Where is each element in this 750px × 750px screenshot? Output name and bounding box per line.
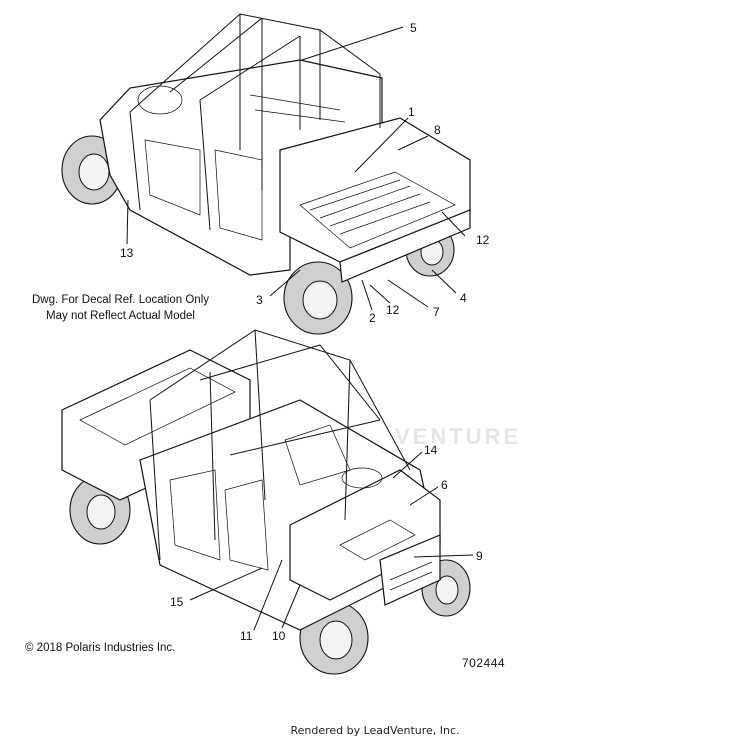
callout-11: 11 xyxy=(240,629,253,643)
note-line-2: May not Reflect Actual Model xyxy=(46,310,195,322)
tailgate xyxy=(339,209,471,283)
callout-12-bottom: 12 xyxy=(386,303,400,317)
drawing-number: 702444 xyxy=(462,656,506,670)
watermark-text: VENTURE xyxy=(395,424,522,449)
reference-note: Dwg. For Decal Ref. Location Only May no… xyxy=(18,292,223,324)
callout-12-top: 12 xyxy=(476,233,490,247)
top-vehicle-illustration xyxy=(61,13,471,335)
bottom-vehicle-illustration xyxy=(61,329,471,675)
callout-13: 13 xyxy=(120,246,134,260)
copyright-text: © 2018 Polaris Industries Inc. xyxy=(25,642,176,654)
rendered-by-text: Rendered by LeadVenture, Inc. xyxy=(290,724,460,737)
callout-4: 4 xyxy=(460,291,467,305)
leader-lines xyxy=(126,26,474,631)
callout-2: 2 xyxy=(369,311,376,325)
callout-8: 8 xyxy=(434,123,441,137)
callout-5: 5 xyxy=(410,21,417,35)
callout-6: 6 xyxy=(441,478,448,492)
note-line-1: Dwg. For Decal Ref. Location Only xyxy=(31,294,210,306)
callout-3: 3 xyxy=(256,293,263,307)
callout-10: 10 xyxy=(272,629,286,643)
callout-7: 7 xyxy=(433,305,440,319)
callout-1: 1 xyxy=(408,105,415,119)
callout-9: 9 xyxy=(476,549,483,563)
callout-14: 14 xyxy=(424,443,438,457)
callout-15: 15 xyxy=(170,595,184,609)
